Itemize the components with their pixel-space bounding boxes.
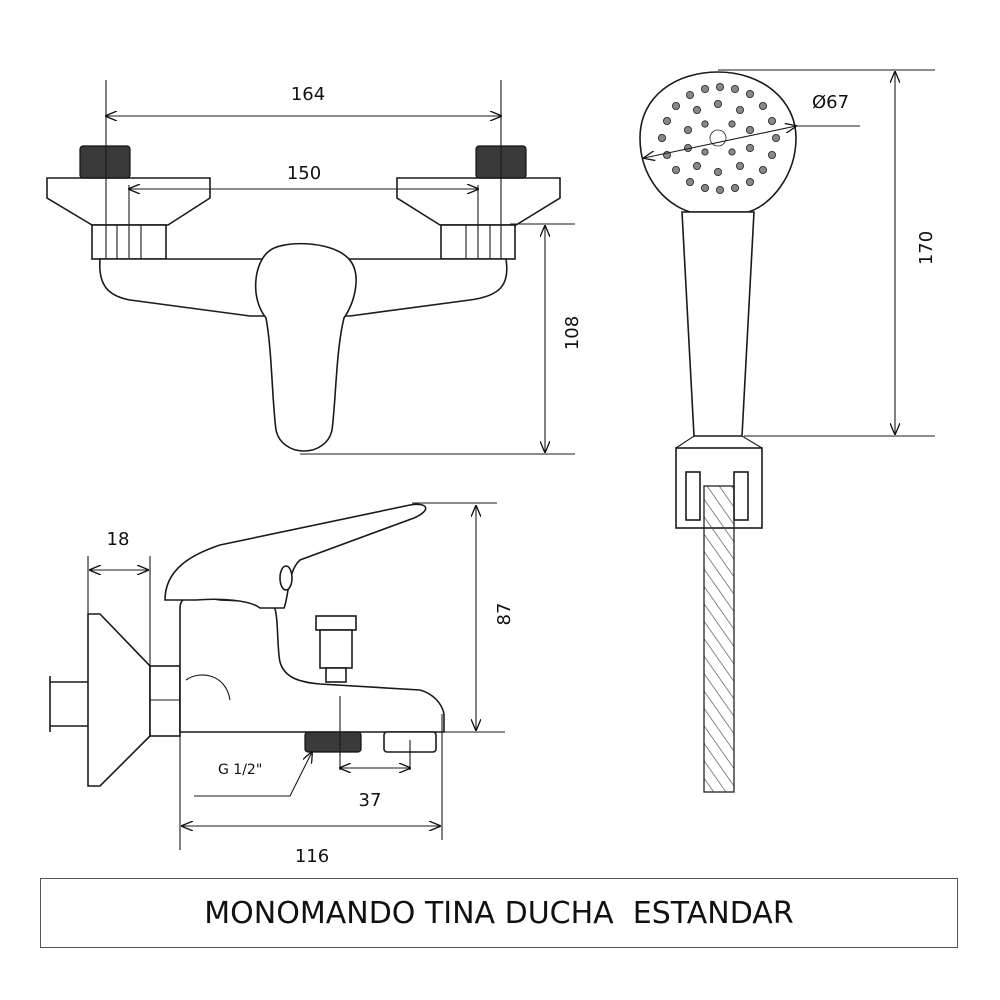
dim-150-label: 150 [287, 163, 321, 184]
front-view: 164 150 108 [46, 80, 583, 455]
side-nut [149, 665, 181, 737]
dim-37-label: 37 [359, 790, 382, 811]
dim-164-label: 164 [291, 84, 325, 105]
hand-shower-view: Ø67 170 [639, 69, 937, 793]
dim-87-label: 87 [494, 603, 515, 626]
dim-170-label: 170 [916, 231, 937, 265]
dim-108-label: 108 [562, 316, 583, 350]
side-flange [87, 613, 151, 787]
dim-18-label: 18 [107, 529, 130, 550]
diagram-title: MONOMANDO TINA DUCHA ESTANDAR [204, 895, 794, 931]
outlet-thread [304, 731, 362, 753]
mixer-lever [254, 242, 357, 452]
side-body [179, 595, 445, 733]
dim-67-label: Ø67 [812, 92, 849, 113]
title-box: MONOMANDO TINA DUCHA ESTANDAR [40, 878, 958, 948]
shower-handle [681, 211, 755, 437]
side-view: 18 87 G 1/2" 37 116 [49, 502, 515, 867]
shower-hose [703, 485, 735, 793]
dim-116-label: 116 [295, 846, 329, 867]
left-connector [79, 145, 131, 179]
side-lever [164, 503, 427, 609]
diverter-knob [315, 615, 357, 631]
thread-label: G 1/2" [218, 762, 262, 778]
